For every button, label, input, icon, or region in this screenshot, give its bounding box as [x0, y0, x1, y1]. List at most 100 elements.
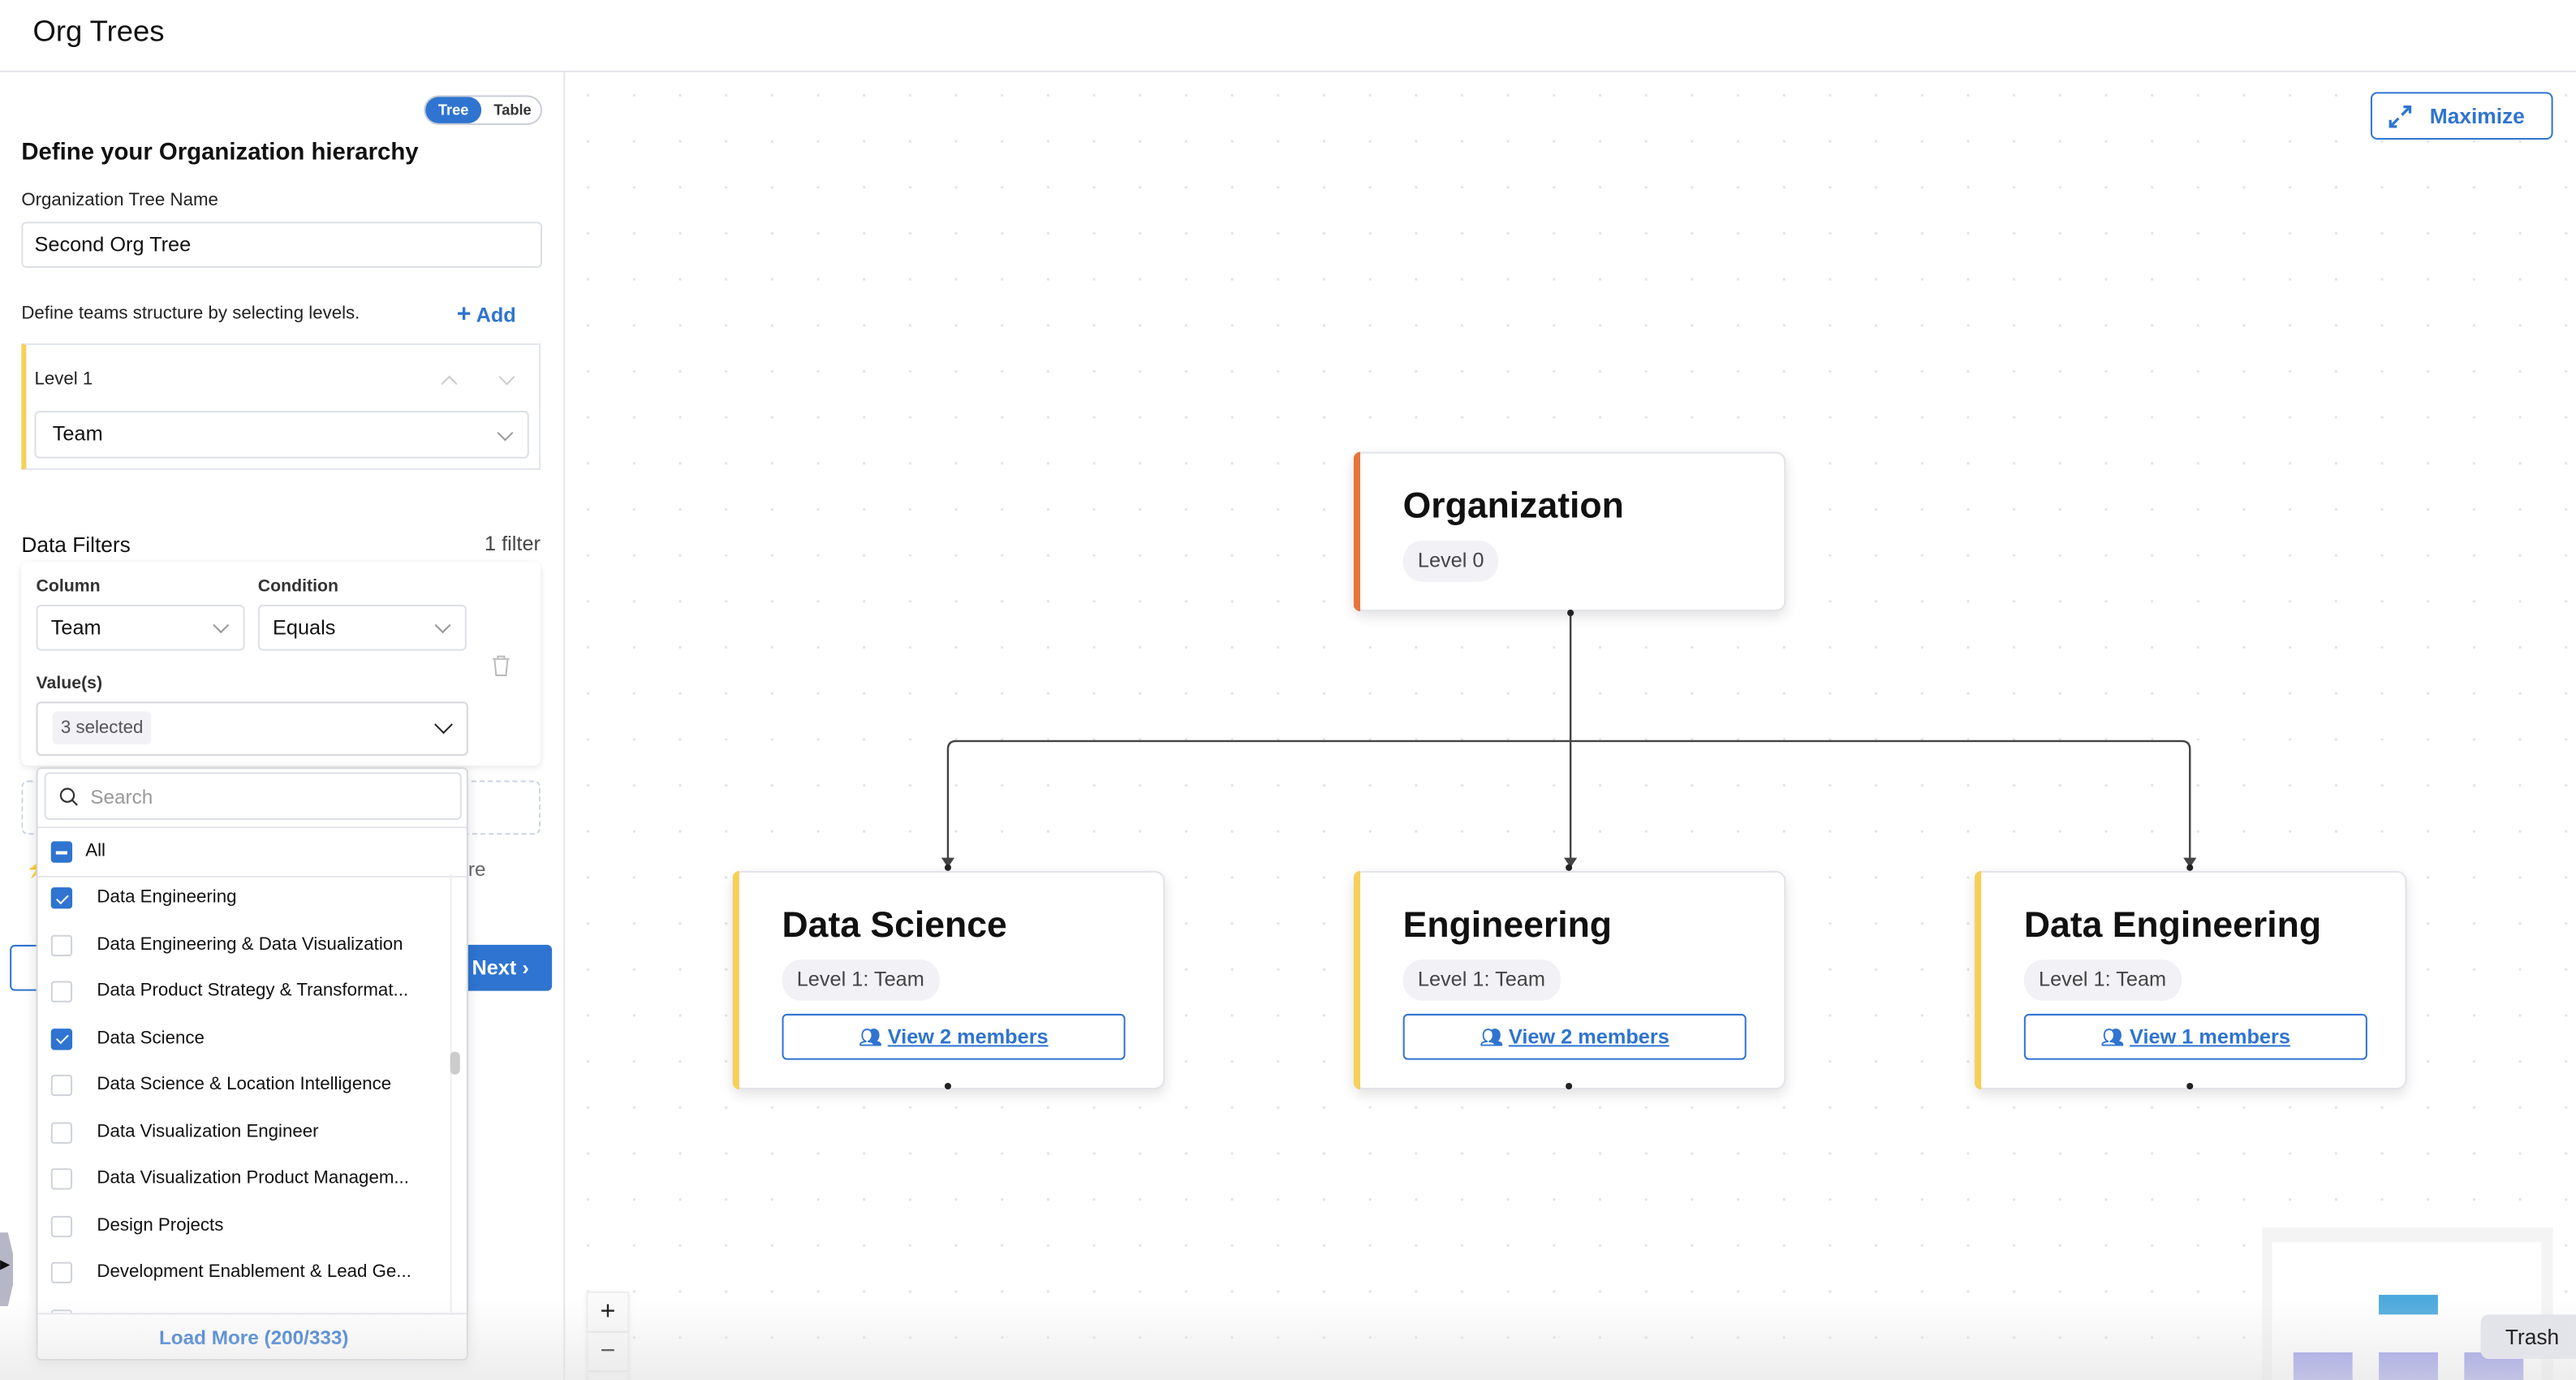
add-label: Add [476, 304, 516, 327]
view-members-button[interactable]: 👥︎ View 2 members [782, 1013, 1126, 1060]
level-label: Level 1 [34, 369, 93, 390]
condition-select[interactable]: Equals [257, 604, 467, 651]
search-placeholder: Search [90, 785, 153, 809]
option-checkbox[interactable] [50, 934, 73, 956]
connector-handle [2186, 1082, 2194, 1090]
connector-handle [1567, 609, 1574, 617]
all-label: All [85, 841, 106, 861]
option-checkbox[interactable] [50, 1261, 73, 1283]
level-badge: Level 1: Team [2023, 960, 2182, 1001]
zoom-out-button[interactable]: − [588, 1333, 628, 1373]
tree-name-label: Organization Tree Name [21, 190, 218, 211]
view-toggle[interactable]: Tree Table [424, 95, 542, 125]
zoom-in-button[interactable]: + [588, 1293, 628, 1333]
option-checkbox[interactable] [50, 1168, 73, 1190]
node-title: Engineering [1402, 903, 1612, 945]
column-select[interactable]: Team [36, 604, 245, 651]
dropdown-search-input[interactable]: Search [44, 772, 462, 821]
option-item[interactable]: Data Product Strategy & Transformat... [38, 969, 442, 1016]
users-icon: 👥︎ [1480, 1029, 1503, 1049]
toggle-tree[interactable]: Tree [425, 97, 482, 123]
option-item[interactable]: Data Engineering & Data Visualization [38, 923, 442, 969]
collapse-handle[interactable]: ▶ [0, 1232, 14, 1307]
arrow-head [1564, 857, 1578, 868]
option-checkbox[interactable] [50, 1214, 73, 1237]
option-label: Data Product Strategy & Transformat... [97, 981, 409, 1001]
view-members-label: View 2 members [887, 1025, 1049, 1049]
add-level-button[interactable]: + Add [457, 300, 516, 328]
tree-node-root[interactable]: Organization Level 0 [1353, 451, 1786, 612]
connector-handle [2186, 864, 2194, 871]
minimap-child-node [2293, 1352, 2353, 1380]
node-accent [732, 870, 739, 1090]
app-header: Org Trees [0, 0, 2576, 73]
view-members-button[interactable]: 👥︎ View 2 members [1402, 1013, 1747, 1060]
option-label: Data Science [97, 1028, 205, 1048]
option-item[interactable]: Data Science & Location Intelligence [38, 1063, 442, 1110]
option-item[interactable]: Development Enablement & Lead Ge... [38, 1250, 442, 1296]
option-item[interactable]: Design Projects [38, 1204, 442, 1250]
selected-count-chip: 3 selected [52, 711, 152, 744]
connector-handle [1566, 864, 1573, 871]
node-title: Data Engineering [2023, 903, 2322, 945]
node-accent [1353, 870, 1361, 1090]
level-select[interactable]: Team [34, 411, 529, 459]
values-multiselect[interactable]: 3 selected [36, 701, 468, 757]
option-item[interactable]: Data Engineering [38, 876, 442, 922]
section-heading: Define your Organization hierarchy [21, 140, 419, 166]
connector-handle [944, 1082, 952, 1090]
next-label: Next [472, 956, 517, 980]
tree-name-input[interactable]: Second Org Tree [21, 222, 542, 268]
levels-hint: Define teams structure by selecting leve… [21, 304, 360, 324]
filters-title: Data Filters [21, 532, 131, 558]
indeterminate-checkbox[interactable] [50, 841, 73, 863]
expand-icon [2389, 105, 2412, 128]
option-label: Data Science & Location Intelligence [97, 1074, 392, 1095]
option-item[interactable]: Data Science [38, 1016, 442, 1063]
connector-handle [944, 864, 952, 871]
search-icon [59, 787, 78, 806]
maximize-button[interactable]: Maximize [2370, 92, 2553, 140]
option-checkbox[interactable] [50, 1028, 73, 1050]
hint-text: re [467, 857, 486, 881]
node-title: Organization [1402, 485, 1624, 526]
tree-node-child[interactable]: Data Science Level 1: Team 👥︎ View 2 mem… [732, 870, 1165, 1090]
option-checkbox[interactable] [50, 1074, 73, 1097]
node-title: Data Science [782, 903, 1007, 945]
scrollbar-track [450, 873, 452, 1313]
node-accent [1975, 870, 1982, 1090]
view-members-button[interactable]: 👥︎ View 1 members [2023, 1013, 2367, 1060]
connector-handle [1566, 1082, 1573, 1090]
option-item[interactable]: Data Visualization Engineer [38, 1110, 442, 1156]
select-all-row[interactable]: All [37, 826, 467, 878]
view-members-label: View 2 members [1508, 1025, 1669, 1049]
option-label: Data Engineering [97, 887, 237, 908]
option-checkbox[interactable] [50, 887, 73, 909]
values-label: Value(s) [36, 673, 103, 694]
option-label: Data Engineering & Data Visualization [97, 934, 403, 955]
toggle-table[interactable]: Table [493, 101, 532, 119]
node-accent [1353, 451, 1361, 612]
minimap-viewport [2272, 1242, 2542, 1380]
scrollbar-thumb[interactable] [450, 1051, 460, 1075]
chevron-right-icon: › [522, 956, 529, 980]
users-icon: 👥︎ [2100, 1029, 2125, 1049]
users-icon: 👥︎ [859, 1029, 882, 1049]
option-item[interactable]: Data Visualization Product Managem... [38, 1157, 442, 1203]
trash-tooltip: Trash [2480, 1314, 2576, 1360]
arrow-head [2183, 857, 2197, 868]
trash-icon[interactable] [491, 654, 510, 677]
tree-node-child[interactable]: Engineering Level 1: Team 👥︎ View 2 memb… [1353, 870, 1786, 1090]
arrow-head [941, 857, 955, 868]
level-badge: Level 1: Team [1402, 960, 1561, 1001]
plus-icon: + [456, 300, 472, 329]
option-checkbox[interactable] [50, 981, 73, 1003]
option-checkbox[interactable] [50, 1121, 73, 1143]
level-card: Level 1 Team [21, 343, 541, 470]
connector-branch [946, 740, 2191, 861]
minimap-child-node [2379, 1352, 2438, 1380]
option-label: Data Visualization Engineer [97, 1121, 319, 1141]
tree-node-child[interactable]: Data Engineering Level 1: Team 👥︎ View 1… [1975, 870, 2407, 1090]
column-value: Team [50, 616, 101, 640]
